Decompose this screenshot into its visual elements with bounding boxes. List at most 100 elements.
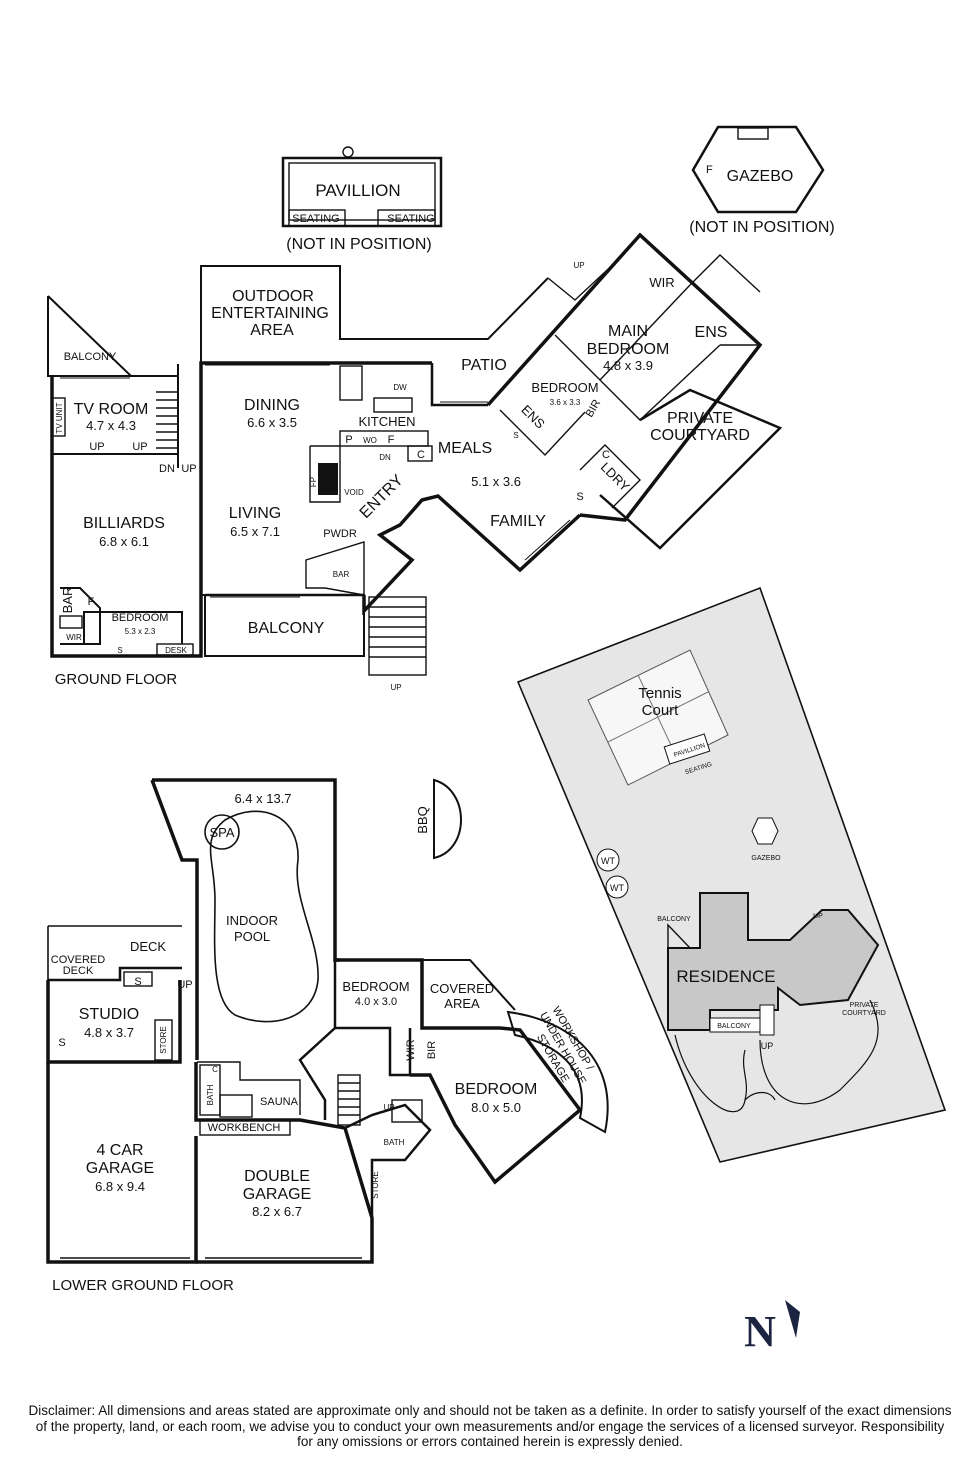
kitchen-label: KITCHEN (358, 414, 415, 429)
up-label-3: UP (181, 463, 196, 475)
store-lower-label: STORE (371, 1171, 380, 1198)
bar-left-label: BAR (60, 587, 75, 614)
residence-label: RESIDENCE (676, 967, 775, 986)
bedroom-large-label: BEDROOM (455, 1081, 538, 1098)
main-bedroom-label-2: BEDROOM (587, 341, 670, 358)
bir-label: BIR (426, 1041, 438, 1059)
up-deck-label: UP (177, 979, 192, 991)
site-private-courtyard-label-2: COURTYARD (842, 1010, 886, 1017)
billiards-dim: 6.8 x 6.1 (99, 534, 149, 549)
gazebo-not-in-position: (NOT IN POSITION) (689, 219, 834, 236)
covered-area-label-1: COVERED (430, 981, 494, 996)
c-kitchen-label: C (417, 449, 425, 461)
north-arrow: N (744, 1300, 800, 1356)
tennis-label-1: Tennis (638, 685, 681, 702)
private-courtyard-label-1: PRIVATE (667, 410, 733, 427)
living-label: LIVING (229, 505, 281, 522)
up-stairs-label: UP (390, 683, 401, 692)
gazebo-plan: F GAZEBO (NOT IN POSITION) (689, 125, 835, 236)
site-gazebo-label: GAZEBO (751, 855, 781, 862)
garage-double-label-2: GARAGE (243, 1186, 311, 1203)
private-courtyard-label-2: COURTYARD (650, 427, 750, 444)
wir-left-label: WIR (66, 633, 82, 642)
disclaimer-line-2: of the property, land, or each room, we … (35, 1418, 945, 1434)
main-bedroom-dim: 4.8 x 3.9 (603, 358, 653, 373)
tv-room-dim: 4.7 x 4.3 (86, 418, 136, 433)
site-plan: Tennis Court PAVILLION SEATING GAZEBO WT… (516, 586, 947, 1163)
bedroom-small-dim: 4.0 x 3.0 (355, 996, 397, 1008)
seating-right-label: SEATING (387, 213, 434, 225)
family-label: FAMILY (490, 513, 546, 530)
ground-floor-caption: GROUND FLOOR (55, 671, 178, 688)
up-label-2: UP (132, 441, 147, 453)
ens-main-label: ENS (695, 324, 728, 341)
balcony-bottom-label: BALCONY (248, 620, 325, 637)
pavillion-label: PAVILLION (315, 181, 400, 200)
disclaimer-line-1: Disclaimer: All dimensions and areas sta… (28, 1403, 952, 1418)
disclaimer: Disclaimer: All dimensions and areas sta… (14, 1403, 966, 1450)
meals-dim: 5.1 x 3.6 (471, 474, 521, 489)
meals-label: MEALS (438, 440, 492, 457)
dining-label: DINING (244, 397, 300, 414)
up-patio-label: UP (573, 261, 584, 270)
ground-floor-plan: OUTDOOR ENTERTAINING AREA BALCONY TV ROO… (47, 232, 783, 692)
site-up-label-1: UP (813, 913, 823, 920)
pwdr-label: PWDR (323, 528, 357, 540)
gazebo-label: GAZEBO (727, 168, 794, 185)
workbench-label: WORKBENCH (208, 1122, 281, 1134)
site-balcony-label-2: BALCONY (717, 1023, 751, 1030)
wt-label-1: WT (601, 856, 615, 866)
tennis-label-2: Court (642, 702, 680, 719)
sauna-label: SAUNA (260, 1096, 299, 1108)
f-left-label: F (88, 596, 95, 608)
gazebo-f-label: F (706, 164, 713, 176)
pavillion-not-in-position: (NOT IN POSITION) (286, 236, 431, 253)
void-label: VOID (344, 488, 364, 497)
floor-plan: PAVILLION SEATING SEATING (NOT IN POSITI… (46, 125, 947, 1356)
covered-deck-label-2: DECK (63, 965, 94, 977)
disclaimer-line-3: for any omissions or errors contained he… (297, 1434, 683, 1449)
garage-4car-label-1: 4 CAR (96, 1142, 143, 1159)
outdoor-entertaining-label-3: AREA (250, 322, 294, 339)
indoor-pool-label-1: INDOOR (226, 913, 278, 928)
bar-entry-label: BAR (333, 570, 350, 579)
bedroom-mid-dim: 3.6 x 3.3 (550, 398, 581, 407)
up-label-1: UP (89, 441, 104, 453)
wir-main-label: WIR (649, 275, 674, 290)
c-bath-label: C (212, 1065, 218, 1074)
ens-mid-label: ENS (518, 402, 548, 432)
p-label: P (345, 434, 352, 446)
dw-label: DW (393, 383, 407, 392)
c-ldry-label: C (602, 449, 610, 461)
site-balcony-label-1: BALCONY (657, 916, 691, 923)
dining-dim: 6.6 x 3.5 (247, 415, 297, 430)
up-lower-label: UP (383, 1103, 394, 1112)
site-up-label-2: UP (761, 1041, 774, 1051)
garage-4car-label-2: GARAGE (86, 1160, 154, 1177)
tv-room-label: TV ROOM (74, 401, 149, 418)
tv-unit-label: TV UNIT (55, 402, 64, 433)
bir-mid-label: BIR (584, 398, 604, 420)
living-dim: 6.5 x 7.1 (230, 524, 280, 539)
garage-double-label-1: DOUBLE (244, 1168, 310, 1185)
deck-label: DECK (130, 939, 166, 954)
spa-label: SPA (209, 825, 234, 840)
patio-label: PATIO (461, 357, 507, 374)
bath-left-label: BATH (206, 1084, 215, 1105)
bedroom-small-dim: 5.3 x 2.3 (125, 627, 156, 636)
s-left-label: S (117, 646, 122, 655)
store-studio-label: STORE (159, 1026, 168, 1053)
north-pointer-icon (785, 1300, 800, 1338)
covered-deck-label-1: COVERED (51, 954, 105, 966)
lower-ground-floor-caption: LOWER GROUND FLOOR (52, 1277, 234, 1294)
s-mid-label: S (513, 431, 518, 440)
north-label: N (744, 1307, 776, 1356)
seating-left-label: SEATING (292, 213, 339, 225)
wo-label: WO (363, 436, 377, 445)
s-ldry-label: S (576, 491, 583, 503)
pool-dim: 6.4 x 13.7 (234, 791, 291, 806)
bedroom-small-label: BEDROOM (112, 612, 169, 624)
fp-label: FP (309, 477, 318, 487)
bbq-label: BBQ (415, 806, 430, 833)
main-bedroom-label-1: MAIN (608, 323, 648, 340)
